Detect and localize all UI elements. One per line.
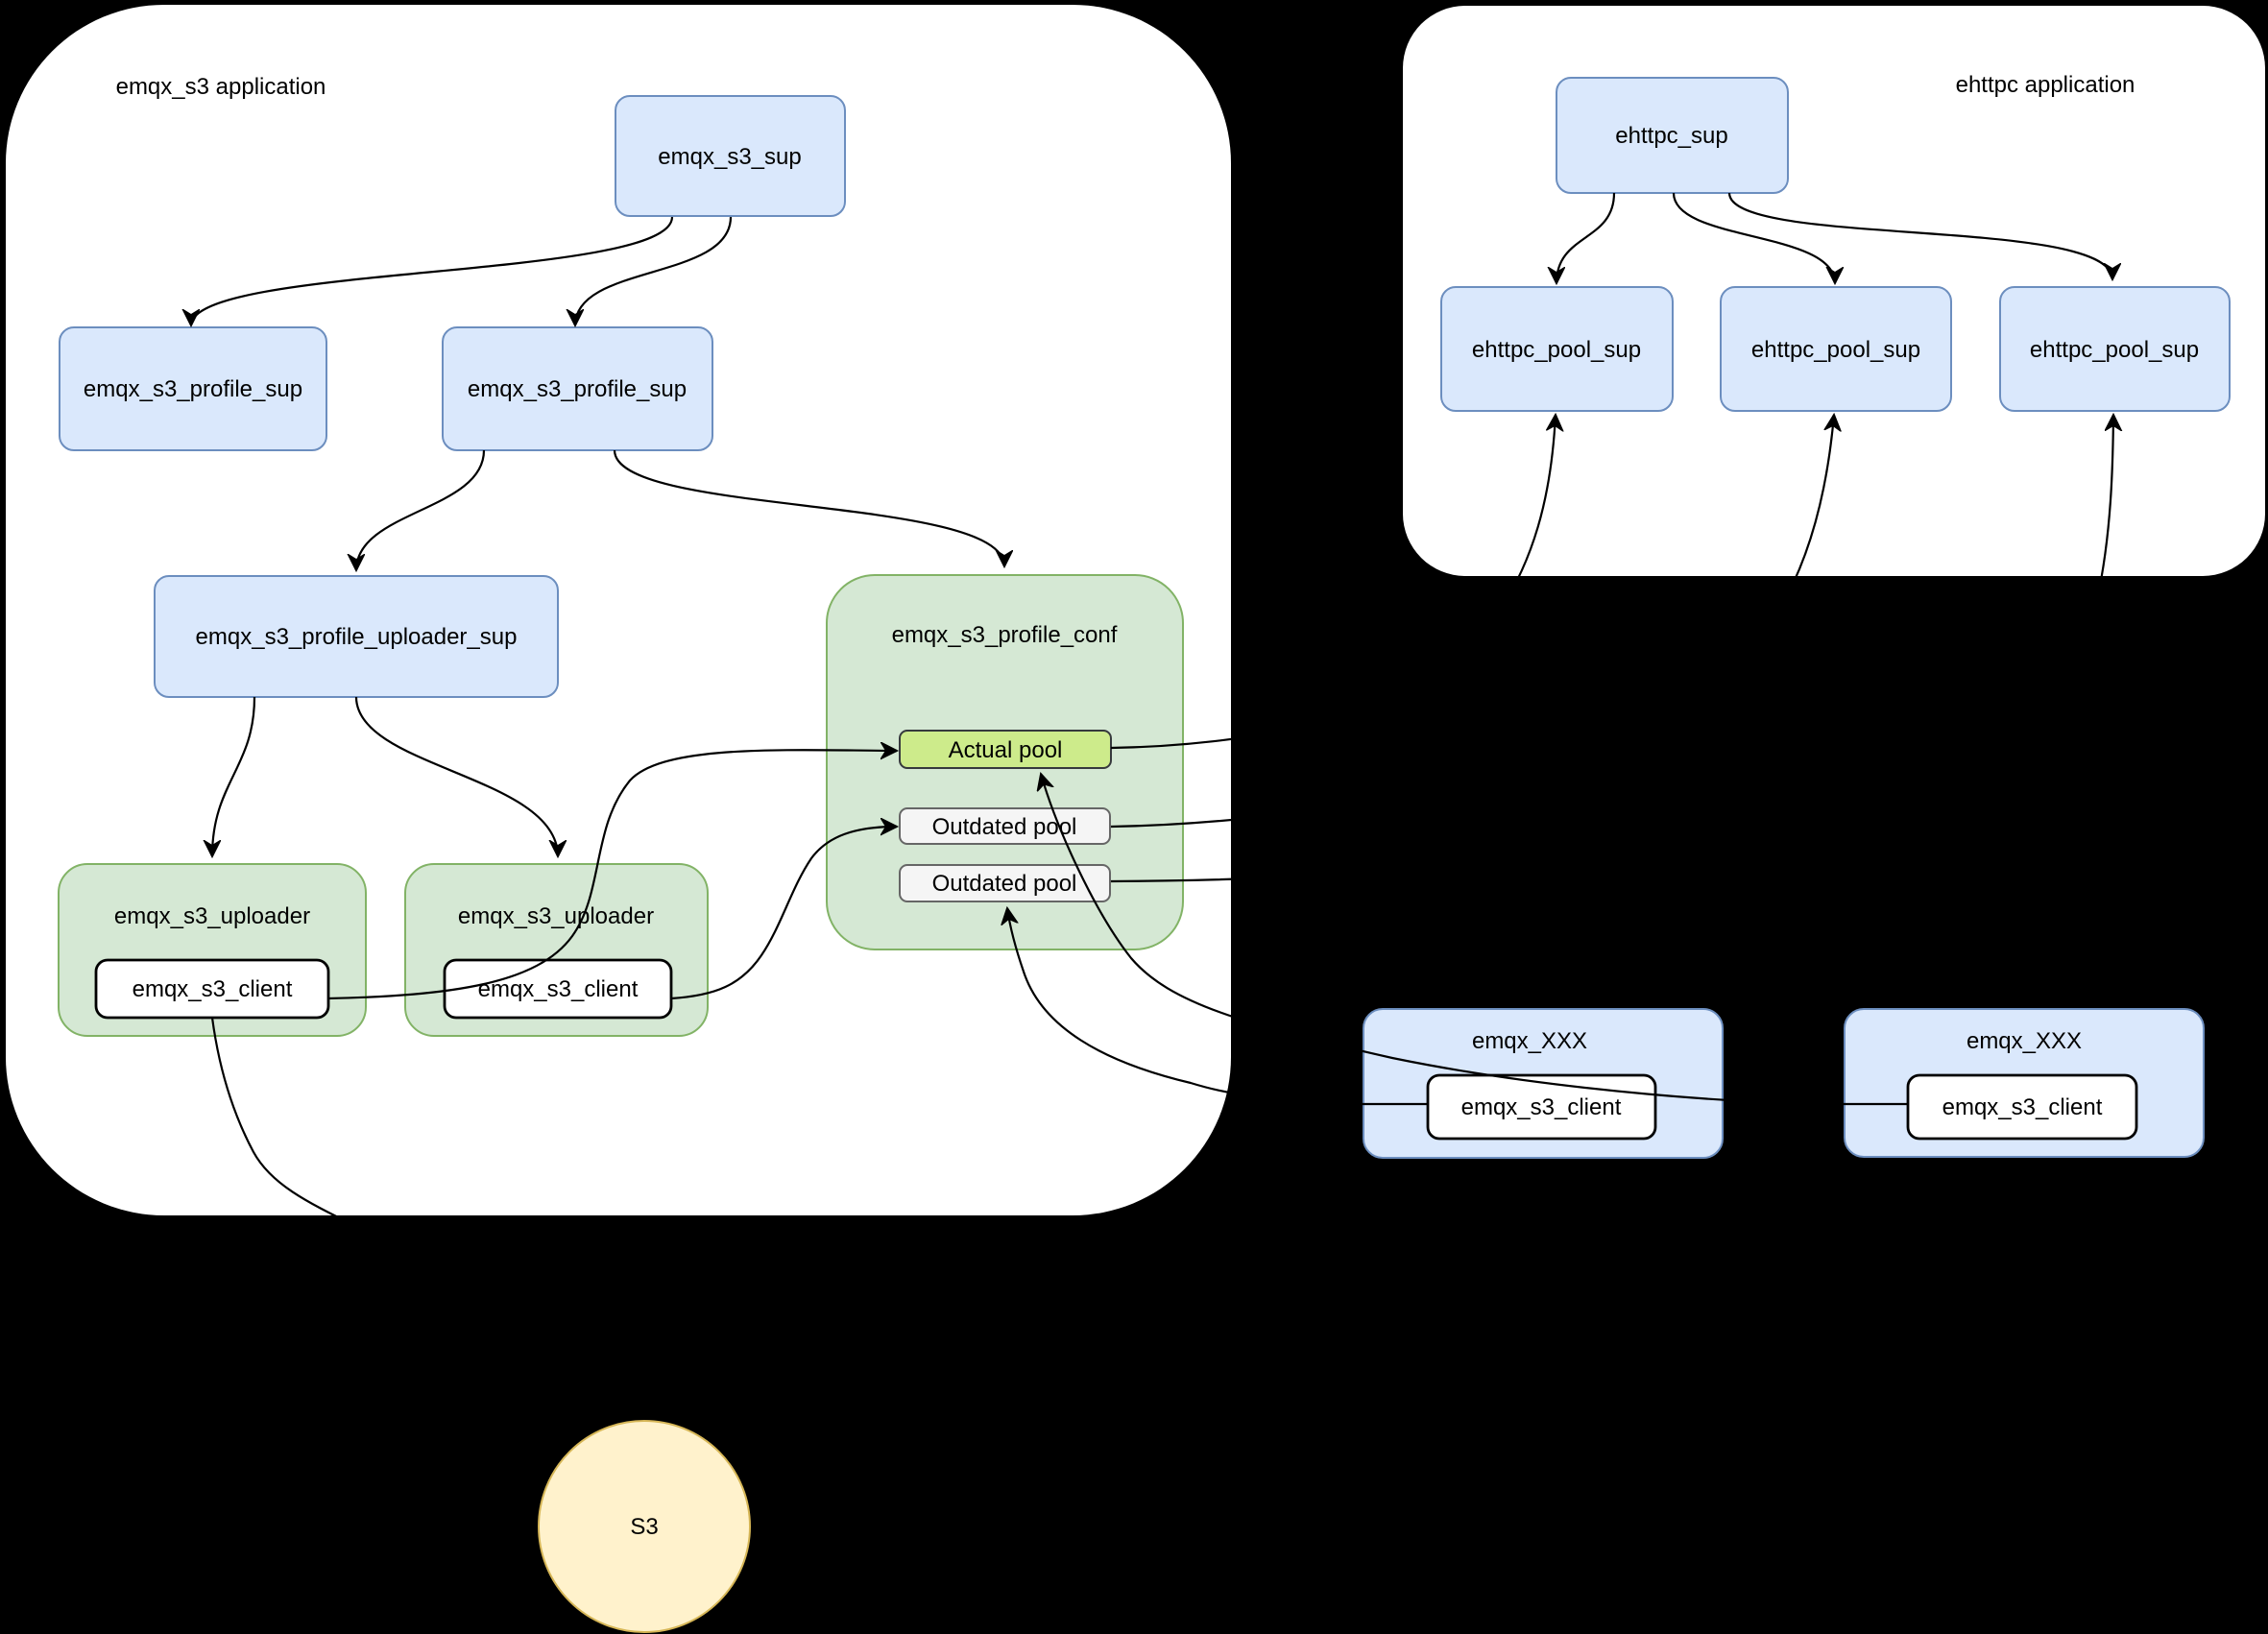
svg-text:emqx_s3_client: emqx_s3_client: [478, 976, 639, 1002]
svg-text:emqx_s3_profile_sup: emqx_s3_profile_sup: [84, 376, 302, 402]
svg-text:emqx_s3_client: emqx_s3_client: [133, 976, 293, 1002]
svg-text:Outdated pool: Outdated pool: [932, 814, 1077, 840]
svg-text:emqx_s3_client: emqx_s3_client: [1461, 1094, 1622, 1120]
svg-text:emqx_XXX: emqx_XXX: [1472, 1028, 1587, 1054]
svg-text:emqx_s3_uploader: emqx_s3_uploader: [114, 903, 310, 929]
svg-text:emqx_s3 application: emqx_s3 application: [116, 74, 326, 100]
svg-text:ehttpc_pool_sup: ehttpc_pool_sup: [1751, 337, 1920, 363]
svg-text:ehttpc application: ehttpc application: [1956, 72, 2135, 98]
svg-text:emqx_s3_profile_sup: emqx_s3_profile_sup: [468, 376, 687, 402]
svg-text:Actual pool: Actual pool: [949, 737, 1063, 763]
svg-text:emqx_s3_profile_conf: emqx_s3_profile_conf: [892, 622, 1118, 648]
svg-text:ehttpc_pool_sup: ehttpc_pool_sup: [2030, 337, 2199, 363]
svg-text:ehttpc_sup: ehttpc_sup: [1615, 123, 1727, 149]
svg-text:emqx_s3_client: emqx_s3_client: [1942, 1094, 2103, 1120]
svg-text:ehttpc_pool_sup: ehttpc_pool_sup: [1472, 337, 1641, 363]
svg-text:emqx_s3_sup: emqx_s3_sup: [658, 144, 801, 170]
svg-text:emqx_s3_profile_uploader_sup: emqx_s3_profile_uploader_sup: [196, 624, 518, 650]
svg-text:emqx_XXX: emqx_XXX: [1966, 1028, 2082, 1054]
svg-text:Outdated pool: Outdated pool: [932, 871, 1077, 897]
svg-text:S3: S3: [630, 1514, 658, 1540]
svg-text:emqx_s3_uploader: emqx_s3_uploader: [458, 903, 654, 929]
